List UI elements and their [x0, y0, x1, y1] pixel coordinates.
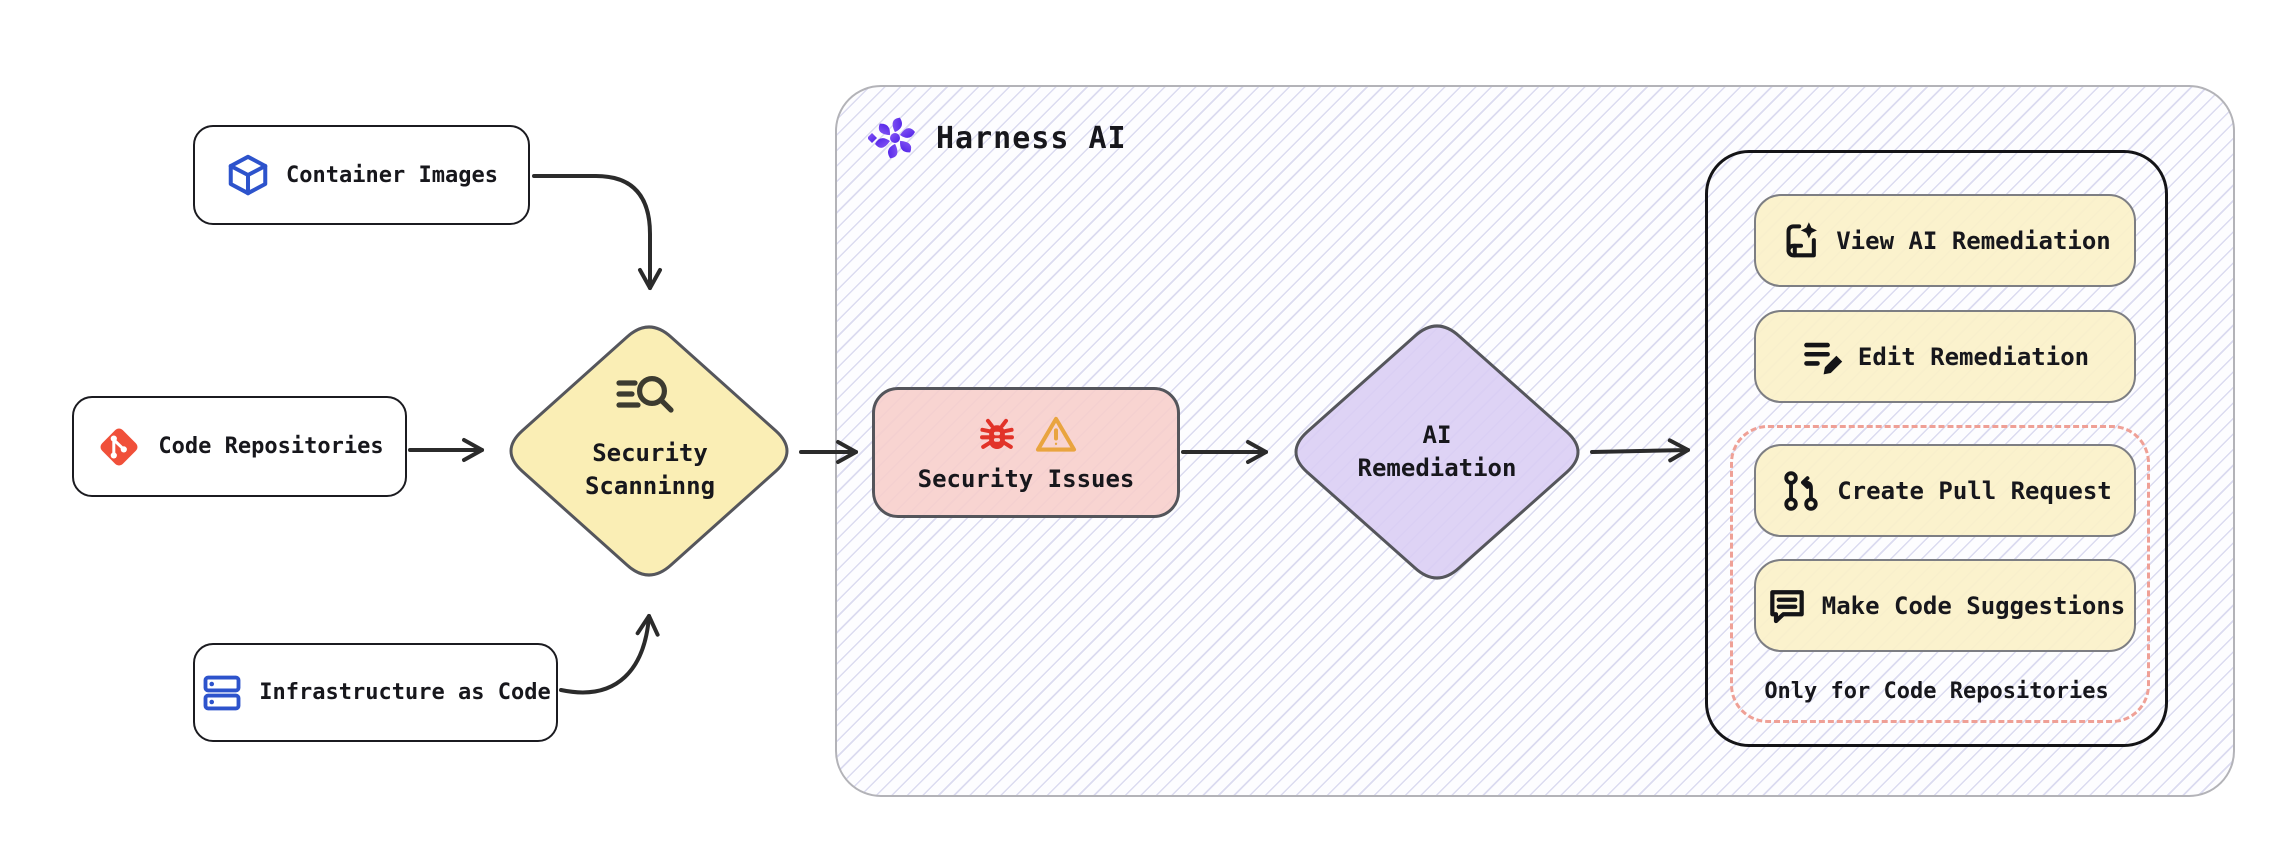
create-pull-request-button[interactable]: Create Pull Request: [1754, 444, 2136, 537]
harness-ai-header: Harness AI: [868, 112, 1127, 164]
code-repo-only-group: [1730, 425, 2150, 723]
edit-remediation-label: Edit Remediation: [1857, 342, 2090, 371]
code-repositories-node[interactable]: Code Repositories: [72, 396, 407, 497]
ai-remediation-node[interactable]: [1294, 324, 1580, 580]
pull-request-icon: [1784, 470, 1818, 511]
security-issues-node[interactable]: Security Issues: [872, 387, 1180, 518]
ai-remediation-label: AI Remediation: [1357, 421, 1517, 482]
security-issues-label: Security Issues: [917, 465, 1135, 493]
remediation-actions-container: View AI Remediation Edit Remediation Cre…: [1705, 150, 2168, 747]
infrastructure-as-code-label: Infrastructure as Code: [259, 680, 551, 705]
security-scanning-node[interactable]: [509, 325, 789, 577]
arrow-remediation-to-actions[interactable]: [1590, 438, 1690, 463]
code-repositories-label: Code Repositories: [158, 434, 384, 459]
scan-search-icon-wrap: [613, 372, 687, 422]
harness-logo-icon: [868, 117, 915, 159]
arrow-container-images-to-scanning[interactable]: [532, 174, 662, 290]
code-repo-only-note: Only for Code Repositories: [1764, 679, 2109, 704]
arrow-infrastructure-to-scanning[interactable]: [559, 614, 660, 695]
book-sparkle-icon: [1786, 221, 1818, 257]
scan-search-icon: [616, 376, 674, 413]
container-images-label: Container Images: [286, 162, 498, 188]
edit-remediation-button[interactable]: Edit Remediation: [1754, 310, 2136, 403]
harness-ai-title: Harness AI: [936, 120, 1127, 156]
make-code-suggestions-label: Make Code Suggestions: [1821, 591, 2126, 620]
container-images-node[interactable]: Container Images: [193, 125, 530, 225]
server-stack-icon: [203, 675, 241, 710]
security-issues-icons: [974, 412, 1079, 458]
warning-icon: [1035, 416, 1076, 452]
comment-lines-icon: [1770, 589, 1804, 623]
view-ai-remediation-label: View AI Remediation: [1836, 226, 2111, 255]
security-scanning-label: Security Scanninng: [584, 439, 716, 500]
infrastructure-as-code-node[interactable]: Infrastructure as Code: [193, 643, 558, 742]
git-icon: [100, 428, 138, 465]
edit-list-icon: [1804, 342, 1843, 374]
cube-icon: [228, 154, 268, 196]
bug-icon: [979, 418, 1014, 449]
create-pull-request-label: Create Pull Request: [1837, 476, 2112, 505]
make-code-suggestions-button[interactable]: Make Code Suggestions: [1754, 559, 2136, 652]
view-ai-remediation-button[interactable]: View AI Remediation: [1754, 194, 2136, 287]
